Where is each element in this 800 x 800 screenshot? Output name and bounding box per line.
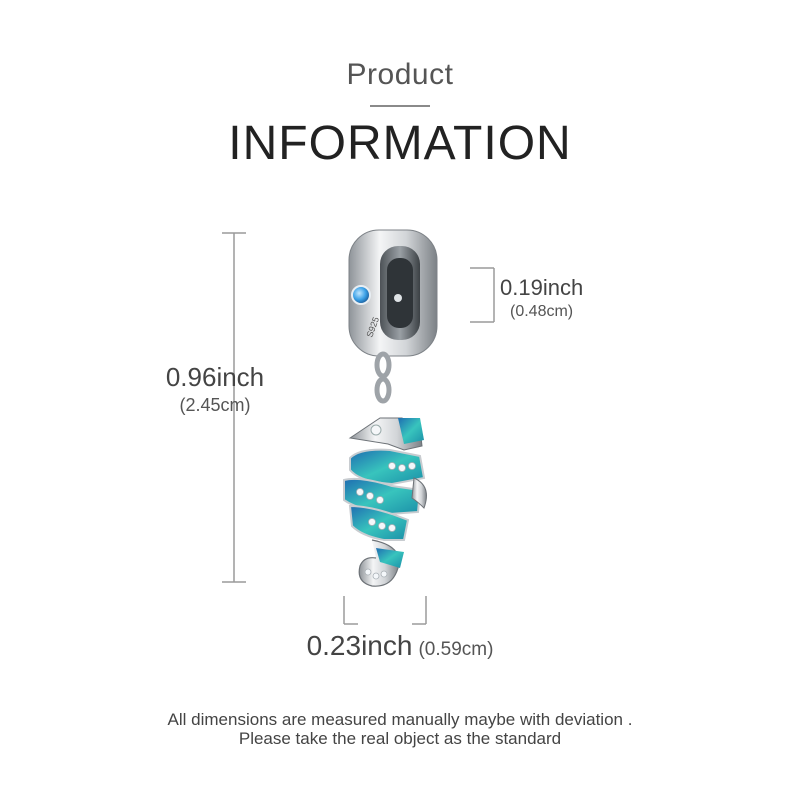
width-cm: (0.59cm): [418, 639, 494, 660]
ring-dimension: 0.19inch (0.48cm): [500, 275, 583, 321]
height-dimension: 0.96inch (2.45cm): [140, 362, 290, 416]
bead-ring: [348, 229, 438, 357]
bail-connector: [374, 351, 392, 404]
height-bracket: [222, 232, 246, 583]
ring-bracket: [470, 267, 495, 323]
height-inch: 0.96inch: [165, 362, 265, 392]
height-cm: (2.45cm): [179, 395, 251, 415]
width-dimension: 0.23inch(0.59cm): [0, 630, 800, 662]
disclaimer: All dimensions are measured manually may…: [0, 710, 800, 748]
ring-cm: (0.48cm): [510, 303, 574, 320]
disclaimer-line-2: Please take the real object as the stand…: [238, 729, 562, 748]
header-title: INFORMATION: [228, 117, 572, 170]
width-bracket: [343, 596, 427, 625]
ring-inch: 0.19inch: [500, 275, 584, 300]
header-subtitle: Product: [346, 58, 454, 91]
header-divider: [370, 105, 430, 107]
seahorse-charm-icon: [343, 417, 427, 587]
blue-stone-icon: [351, 285, 371, 305]
disclaimer-line-1: All dimensions are measured manually may…: [167, 710, 633, 729]
width-inch: 0.23inch: [306, 630, 413, 661]
